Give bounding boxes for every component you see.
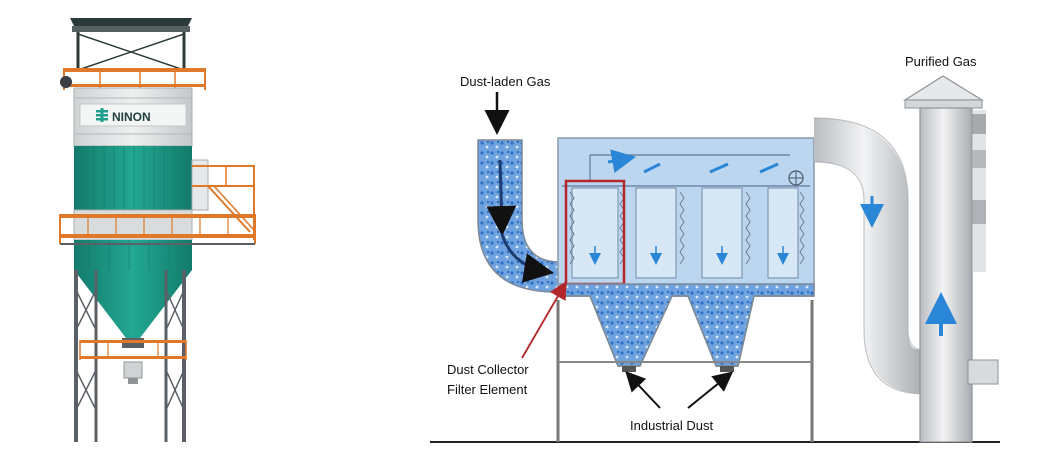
upper-housing: NINON [73, 87, 193, 147]
lower-platform [79, 340, 187, 384]
leg-bracing [75, 289, 185, 411]
side-platform [191, 159, 255, 240]
filter-label-line1: Dust Collector [447, 362, 529, 377]
top-platform [60, 68, 206, 90]
middle-platform [59, 214, 256, 245]
dust-label: Industrial Dust [630, 418, 713, 433]
working-principle-diagram: Dust-laden Gas Purified Gas Dust Collect… [420, 0, 1049, 462]
filter-pointer-arrow [521, 280, 567, 359]
dust-arrow-left [625, 371, 661, 409]
dust-hoppers [556, 283, 815, 442]
filter-bags [569, 187, 805, 279]
flow-diagram: Dust-laden Gas Purified Gas Dust Collect… [430, 54, 1000, 443]
product-illustration: NINON [0, 0, 330, 462]
inlet-duct [477, 139, 567, 293]
roof-canopy [70, 18, 192, 72]
dust-collector-tower: NINON [59, 18, 256, 442]
outlet-pipe [813, 117, 926, 395]
filter-label-line2: Filter Element [447, 382, 528, 397]
brand-logo-text: NINON [112, 110, 151, 124]
outlet-label: Purified Gas [905, 54, 977, 69]
teal-body [73, 146, 193, 270]
exhaust-stack [902, 75, 999, 443]
inlet-label: Dust-laden Gas [460, 74, 551, 89]
dust-arrow-right [687, 371, 734, 409]
